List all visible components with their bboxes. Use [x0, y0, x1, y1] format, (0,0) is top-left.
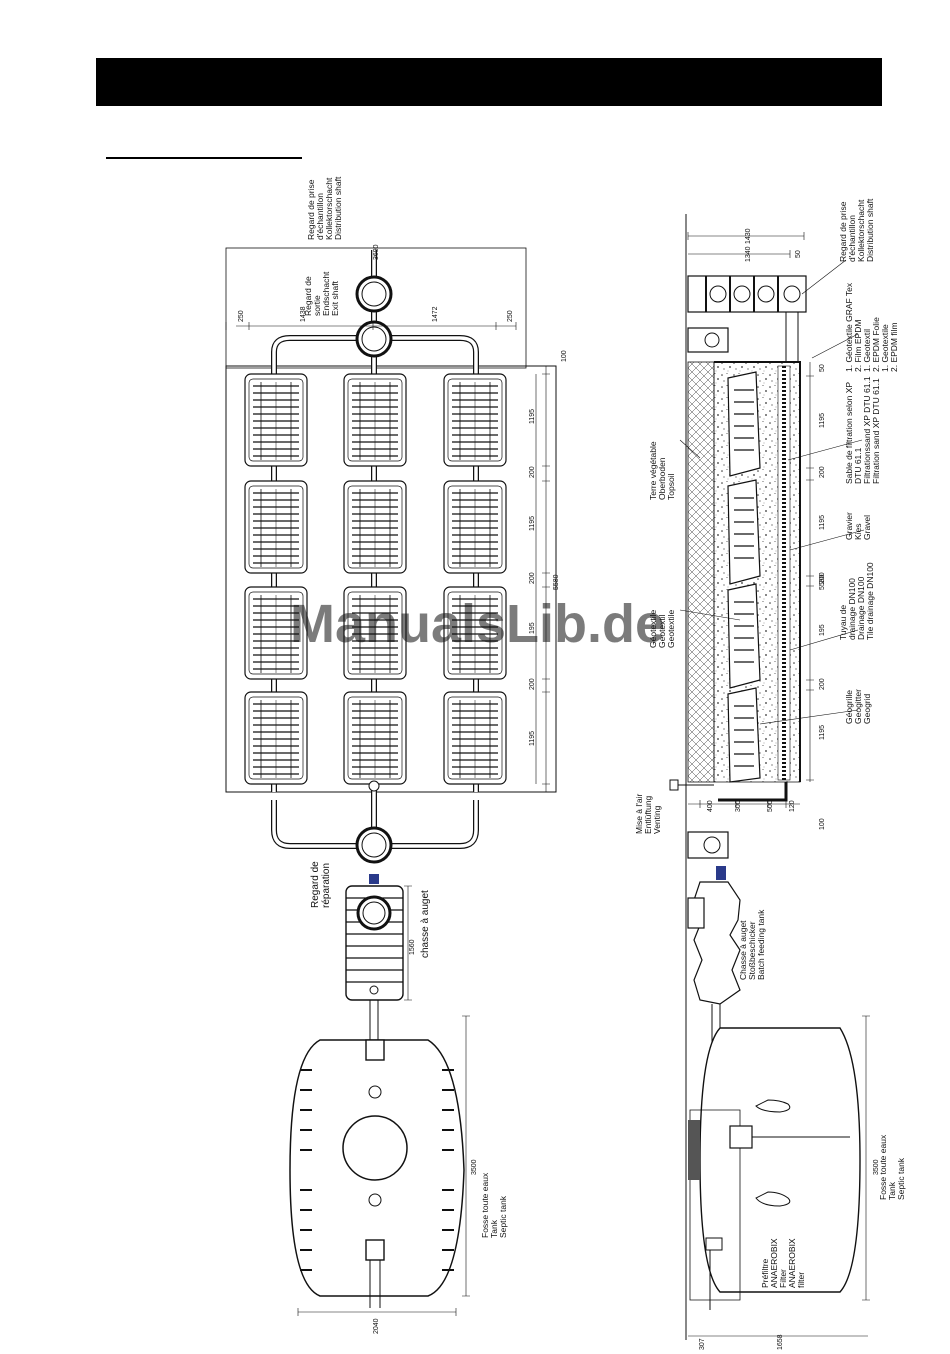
- dim-right-margin: 250: [507, 310, 514, 322]
- dim-s-200-c: 200: [819, 678, 826, 690]
- dim-s-195: 195: [819, 624, 826, 636]
- dim-120: 120: [789, 800, 796, 812]
- label-geotextile: GéotextileGeotextilGeotextile: [648, 609, 676, 648]
- section-leaders: [679, 259, 865, 725]
- label-drainage-pipe: Tuyau dedrainage DN100Drainage DN100Tile…: [838, 562, 875, 640]
- batch-feeder-plan: [345, 874, 404, 1040]
- dim-top-gap: 100: [561, 350, 568, 362]
- label-geogrid: GéogrilleGeogitterGeogrid: [844, 689, 872, 724]
- dim-tank-width: 2040: [373, 1318, 380, 1334]
- watermark: ManualsLib.de: [290, 594, 665, 654]
- dim-left-width: 1438: [300, 306, 307, 322]
- dim-module-2: 1195: [529, 516, 536, 531]
- dim-s-top: 5580: [819, 574, 826, 590]
- label-section-distribution-shaft: Regard de prised'échantillonKollektorsch…: [838, 198, 875, 262]
- label-repair-shaft: Regard deréparation: [310, 861, 332, 908]
- section-view: Regard de prised'échantillonKollektorsch…: [634, 198, 906, 1350]
- dim-module-4: 1195: [529, 731, 536, 746]
- dim-total-length: 5580: [553, 574, 560, 590]
- label-septic-tank: Fosse toute eauxTankSeptic tank: [480, 1172, 508, 1238]
- dim-module-1: 1195: [529, 409, 536, 424]
- dim-left-margin: 250: [238, 310, 245, 322]
- section-repair-shaft: [669, 779, 788, 859]
- dim-gap-3: 200: [529, 678, 536, 690]
- plan-view: Regard de prised'échantillonKollektorsch…: [225, 176, 568, 1334]
- label-topsoil: Terre végétableOberbodenTopsoil: [648, 441, 676, 500]
- dim-right-width: 1472: [432, 306, 439, 322]
- dim-s-200-b: 200: [819, 572, 826, 584]
- dim-h1: 1340: [745, 246, 752, 262]
- label-geotextile-layers: 1. Géotextile GRAF Tex2. Film EPDM1. Geo…: [844, 282, 899, 372]
- label-section-batch-feeder: Chasse à augetStoßbeschickerBatch feedin…: [738, 909, 766, 980]
- dim-gap-1: 200: [529, 466, 536, 478]
- dim-h2: 1430: [745, 228, 752, 244]
- label-distribution-shaft: Regard de prised'échantillonKollektorsch…: [306, 176, 343, 240]
- dim-tank-len: 3500: [873, 1159, 880, 1175]
- label-gravel: GravierKiesGravel: [844, 512, 872, 540]
- dim-s-small: 50: [819, 364, 826, 372]
- section-distribution-shaft: [687, 275, 807, 362]
- dim-gap-2: 200: [529, 572, 536, 584]
- section-dimensions: [687, 232, 870, 1337]
- label-filtration-sand: Sable de filtration selon XPDTU 61.1Filt…: [844, 376, 881, 484]
- label-venting: Mise à l'airEntlüftungVenting: [634, 793, 662, 834]
- section-labels: Regard de prised'échantillonKollektorsch…: [634, 198, 906, 1350]
- dim-307: 307: [699, 1338, 706, 1350]
- section-septic-tank: [688, 1027, 861, 1310]
- section-modules: [727, 371, 761, 783]
- dim-feeder-length: 1560: [409, 939, 416, 955]
- dim-top-offset: 3690: [373, 244, 380, 260]
- header-bar: [96, 58, 882, 106]
- dim-s-1195-a: 1195: [819, 413, 826, 428]
- label-batch-feeder: chasse à auget: [420, 890, 431, 958]
- dim-s-1195-b: 1195: [819, 515, 826, 530]
- plan-labels: Regard de prised'échantillonKollektorsch…: [238, 176, 568, 1334]
- dim-module-3: 195: [529, 622, 536, 634]
- dim-s-1195-c: 1195: [819, 725, 826, 740]
- dim-100: 100: [819, 818, 826, 830]
- label-section-septic-tank: Fosse toute eauxTankSeptic tank: [878, 1134, 906, 1200]
- dim-400: 400: [707, 800, 714, 812]
- plan-dimensions: [225, 322, 550, 1316]
- dim-shaft-offset: 50: [795, 250, 802, 258]
- dim-300: 300: [735, 800, 742, 812]
- label-prefilter: PréfiltreANAEROBIXFilterANAEROBIXfilter: [760, 1238, 806, 1288]
- dim-s-200-a: 200: [819, 466, 826, 478]
- dim-tank-length: 3500: [471, 1159, 478, 1175]
- section-title-underline: [106, 157, 302, 159]
- septic-tank-plan: [289, 1039, 465, 1308]
- shaft-circles: [355, 275, 393, 864]
- dim-1658: 1658: [777, 1334, 784, 1350]
- label-exit-shaft: Regard desortieEndschachtExit shaft: [303, 271, 340, 316]
- dim-500: 500: [767, 800, 774, 812]
- section-batch-feeder: [687, 866, 741, 1120]
